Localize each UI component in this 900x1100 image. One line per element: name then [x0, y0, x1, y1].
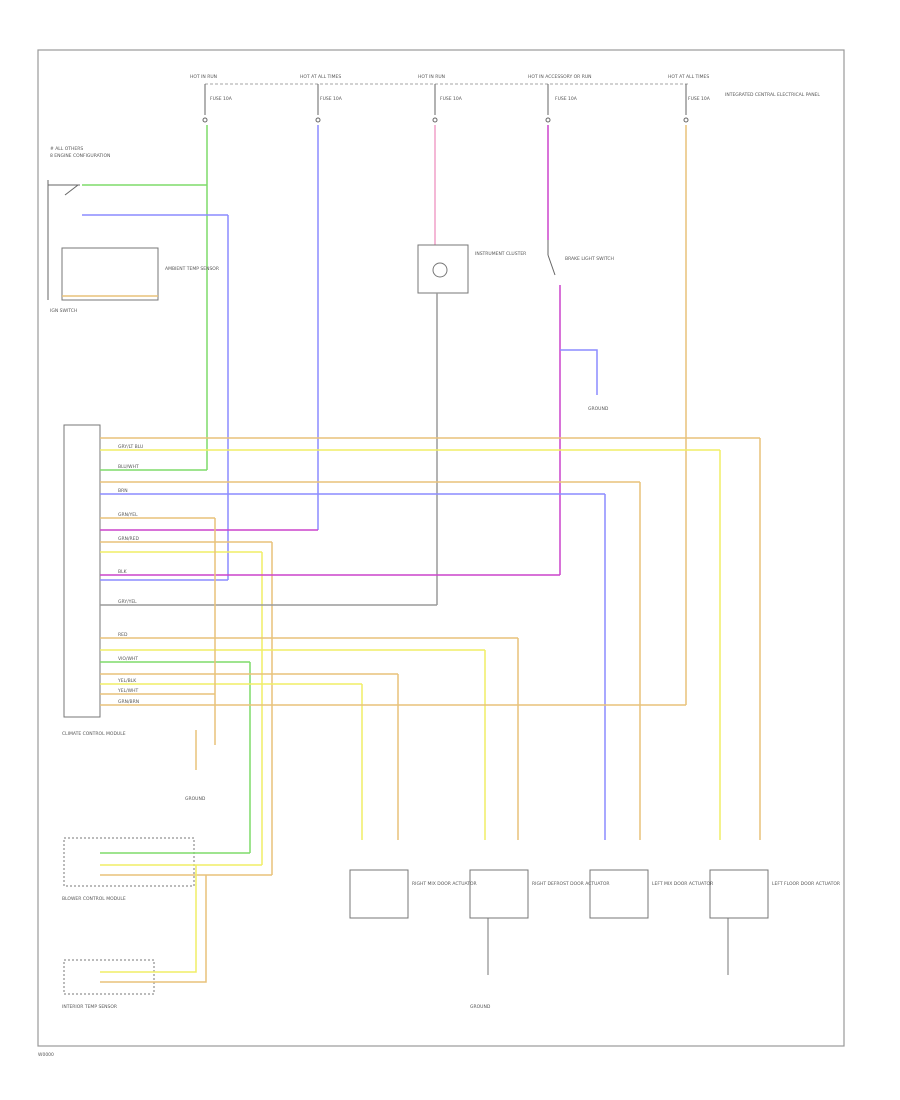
brake-switch-label: BRAKE LIGHT SWITCH [565, 256, 614, 262]
actuator-1-label: RIGHT MIX DOOR ACTUATOR [412, 881, 477, 887]
diagram-frame [37, 49, 845, 1047]
fuse-title-3: HOT IN RUN [418, 74, 445, 80]
wire-label-7: GRY/YEL [118, 599, 137, 605]
fuse-note: INTEGRATED CENTRAL ELECTRICAL PANEL [725, 92, 820, 98]
wire-label-3: BRN [118, 488, 128, 494]
actuator-2-label: RIGHT DEFROST DOOR ACTUATOR [532, 881, 610, 887]
ign-switch-label: IGN SWITCH [50, 308, 77, 314]
instrument-cluster-label: INSTRUMENT CLUSTER [475, 251, 526, 257]
fuse-label-1: FUSE 10A [210, 96, 233, 102]
fuse-title-5: HOT AT ALL TIMES [668, 74, 709, 80]
left-note-1: # ALL OTHERS [50, 146, 83, 152]
ambient-sensor-box [61, 247, 159, 301]
left-note-2: 8 ENGINE CONFIGURATION [50, 153, 110, 159]
climate-module-box [63, 424, 101, 718]
actuator-2: RIGHT DEFROST DOOR ACTUATOR [469, 869, 610, 919]
blower-module-box [63, 837, 195, 887]
wire-label-9: VIO/WHT [118, 656, 138, 662]
wire-label-8: RED [118, 632, 128, 638]
wire-label-5: GRN/RED [118, 536, 139, 542]
fuse-label-5: FUSE 10A [688, 96, 711, 102]
fuse-label-2: FUSE 10A [320, 96, 343, 102]
actuator-4: LEFT FLOOR DOOR ACTUATOR [709, 869, 840, 919]
wire-label-2: BLU/WHT [118, 464, 139, 470]
actuator-1: RIGHT MIX DOOR ACTUATOR [349, 869, 477, 919]
actuator-4-label: LEFT FLOOR DOOR ACTUATOR [772, 881, 840, 887]
instrument-cluster-box [417, 244, 469, 294]
wire-label-6: BLK [118, 569, 128, 575]
wire-label-10: YEL/BLK [117, 678, 137, 684]
fuse-title-2: HOT AT ALL TIMES [300, 74, 341, 80]
actuator-ground-1: GROUND [470, 1004, 491, 1010]
actuator-3: LEFT MIX DOOR ACTUATOR [589, 869, 713, 919]
module-ground-label: GROUND [185, 796, 206, 802]
fuse-title-4: HOT IN ACCESSORY OR RUN [528, 74, 592, 80]
blower-module-label: BLOWER CONTROL MODULE [62, 896, 126, 902]
wire-label-12: GRN/BRN [118, 699, 139, 705]
brake-ground-label: GROUND [588, 406, 609, 412]
interior-sensor-box [63, 959, 155, 995]
fuse-label-4: FUSE 10A [555, 96, 578, 102]
interior-sensor-label: INTERIOR TEMP SENSOR [62, 1004, 117, 1010]
wire-label-11: YEL/WHT [117, 688, 138, 694]
actuator-3-label: LEFT MIX DOOR ACTUATOR [652, 881, 713, 887]
fuse-title-1: HOT IN RUN [190, 74, 217, 80]
wire-label-1: GRY/LT BLU [118, 444, 143, 450]
ambient-sensor-label: AMBIENT TEMP SENSOR [165, 266, 219, 272]
footer-code: W0000 [38, 1052, 54, 1058]
climate-module-label: CLIMATE CONTROL MODULE [62, 731, 126, 737]
fuse-label-3: FUSE 10A [440, 96, 463, 102]
wire-label-4: GRN/YEL [118, 512, 138, 518]
